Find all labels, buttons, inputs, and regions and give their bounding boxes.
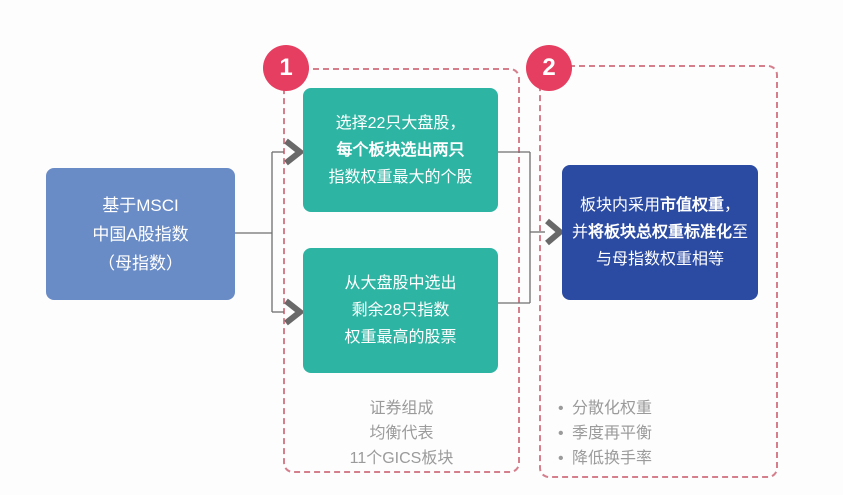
list-item: • 季度再平衡 bbox=[558, 421, 768, 446]
weighting-text-bold: 将板块总权重标准化 bbox=[587, 224, 732, 241]
connector-path bbox=[235, 151, 545, 313]
bullet-label: 季度再平衡 bbox=[572, 425, 653, 442]
source-index-box: 基于MSCI 中国A股指数 （母指数） bbox=[46, 168, 235, 300]
arrow-right-icon bbox=[284, 298, 305, 326]
weighting-text: 板块内采用 bbox=[579, 197, 660, 214]
step1-caption-line: 证券组成 bbox=[369, 400, 434, 417]
selection-line: 选择22只大盘股， bbox=[335, 114, 466, 132]
weighting-text: 并 bbox=[571, 224, 588, 241]
selection-line-bold: 每个板块选出两只 bbox=[336, 141, 465, 159]
selection-line: 指数权重最大的个股 bbox=[328, 168, 473, 186]
bullet-icon: • bbox=[558, 425, 564, 442]
bullet-icon: • bbox=[558, 450, 564, 467]
bullet-label: 分散化权重 bbox=[572, 400, 653, 417]
step2-bullet-list: • 分散化权重 • 季度再平衡 • 降低换手率 bbox=[558, 396, 768, 471]
selection-line: 从大盘股中选出 bbox=[344, 275, 457, 292]
step1-top-selection-box: 选择22只大盘股， 每个板块选出两只 指数权重最大的个股 bbox=[303, 88, 498, 212]
step1-group-outline bbox=[283, 68, 520, 473]
step1-caption-line: 均衡代表 bbox=[369, 425, 434, 442]
arrow-right-icon bbox=[545, 218, 565, 246]
weighting-line: 与母指数权重相等 bbox=[595, 251, 724, 268]
weighting-text: 至 bbox=[732, 224, 749, 241]
selection-line: 权重最高的股票 bbox=[344, 329, 457, 346]
list-item: • 分散化权重 bbox=[558, 396, 768, 421]
step2-weighting-box: 板块内采用市值权重， 并将板块总权重标准化至 与母指数权重相等 bbox=[562, 165, 758, 300]
step1-caption-line: 11个GICS板块 bbox=[349, 450, 454, 467]
step1-badge: 1 bbox=[263, 45, 309, 91]
source-index-line: 基于MSCI bbox=[102, 195, 179, 215]
weighting-line: 板块内采用市值权重， bbox=[580, 192, 740, 219]
step2-group-outline bbox=[539, 65, 778, 478]
weighting-text: ， bbox=[724, 197, 741, 214]
step1-caption: 证券组成 均衡代表 11个GICS板块 bbox=[283, 396, 520, 471]
weighting-line: 并将板块总权重标准化至 bbox=[572, 219, 748, 246]
source-index-line: 中国A股指数 bbox=[92, 224, 189, 244]
weighting-text-bold: 市值权重 bbox=[659, 197, 724, 214]
bullet-icon: • bbox=[558, 400, 564, 417]
arrow-right-icon bbox=[284, 138, 305, 166]
step1-bottom-selection-box: 从大盘股中选出 剩余28只指数 权重最高的股票 bbox=[303, 248, 498, 373]
bullet-label: 降低换手率 bbox=[572, 450, 653, 467]
source-index-line: （母指数） bbox=[98, 253, 183, 273]
step2-badge: 2 bbox=[526, 45, 572, 91]
selection-line: 剩余28只指数 bbox=[351, 302, 450, 319]
list-item: • 降低换手率 bbox=[558, 446, 768, 471]
